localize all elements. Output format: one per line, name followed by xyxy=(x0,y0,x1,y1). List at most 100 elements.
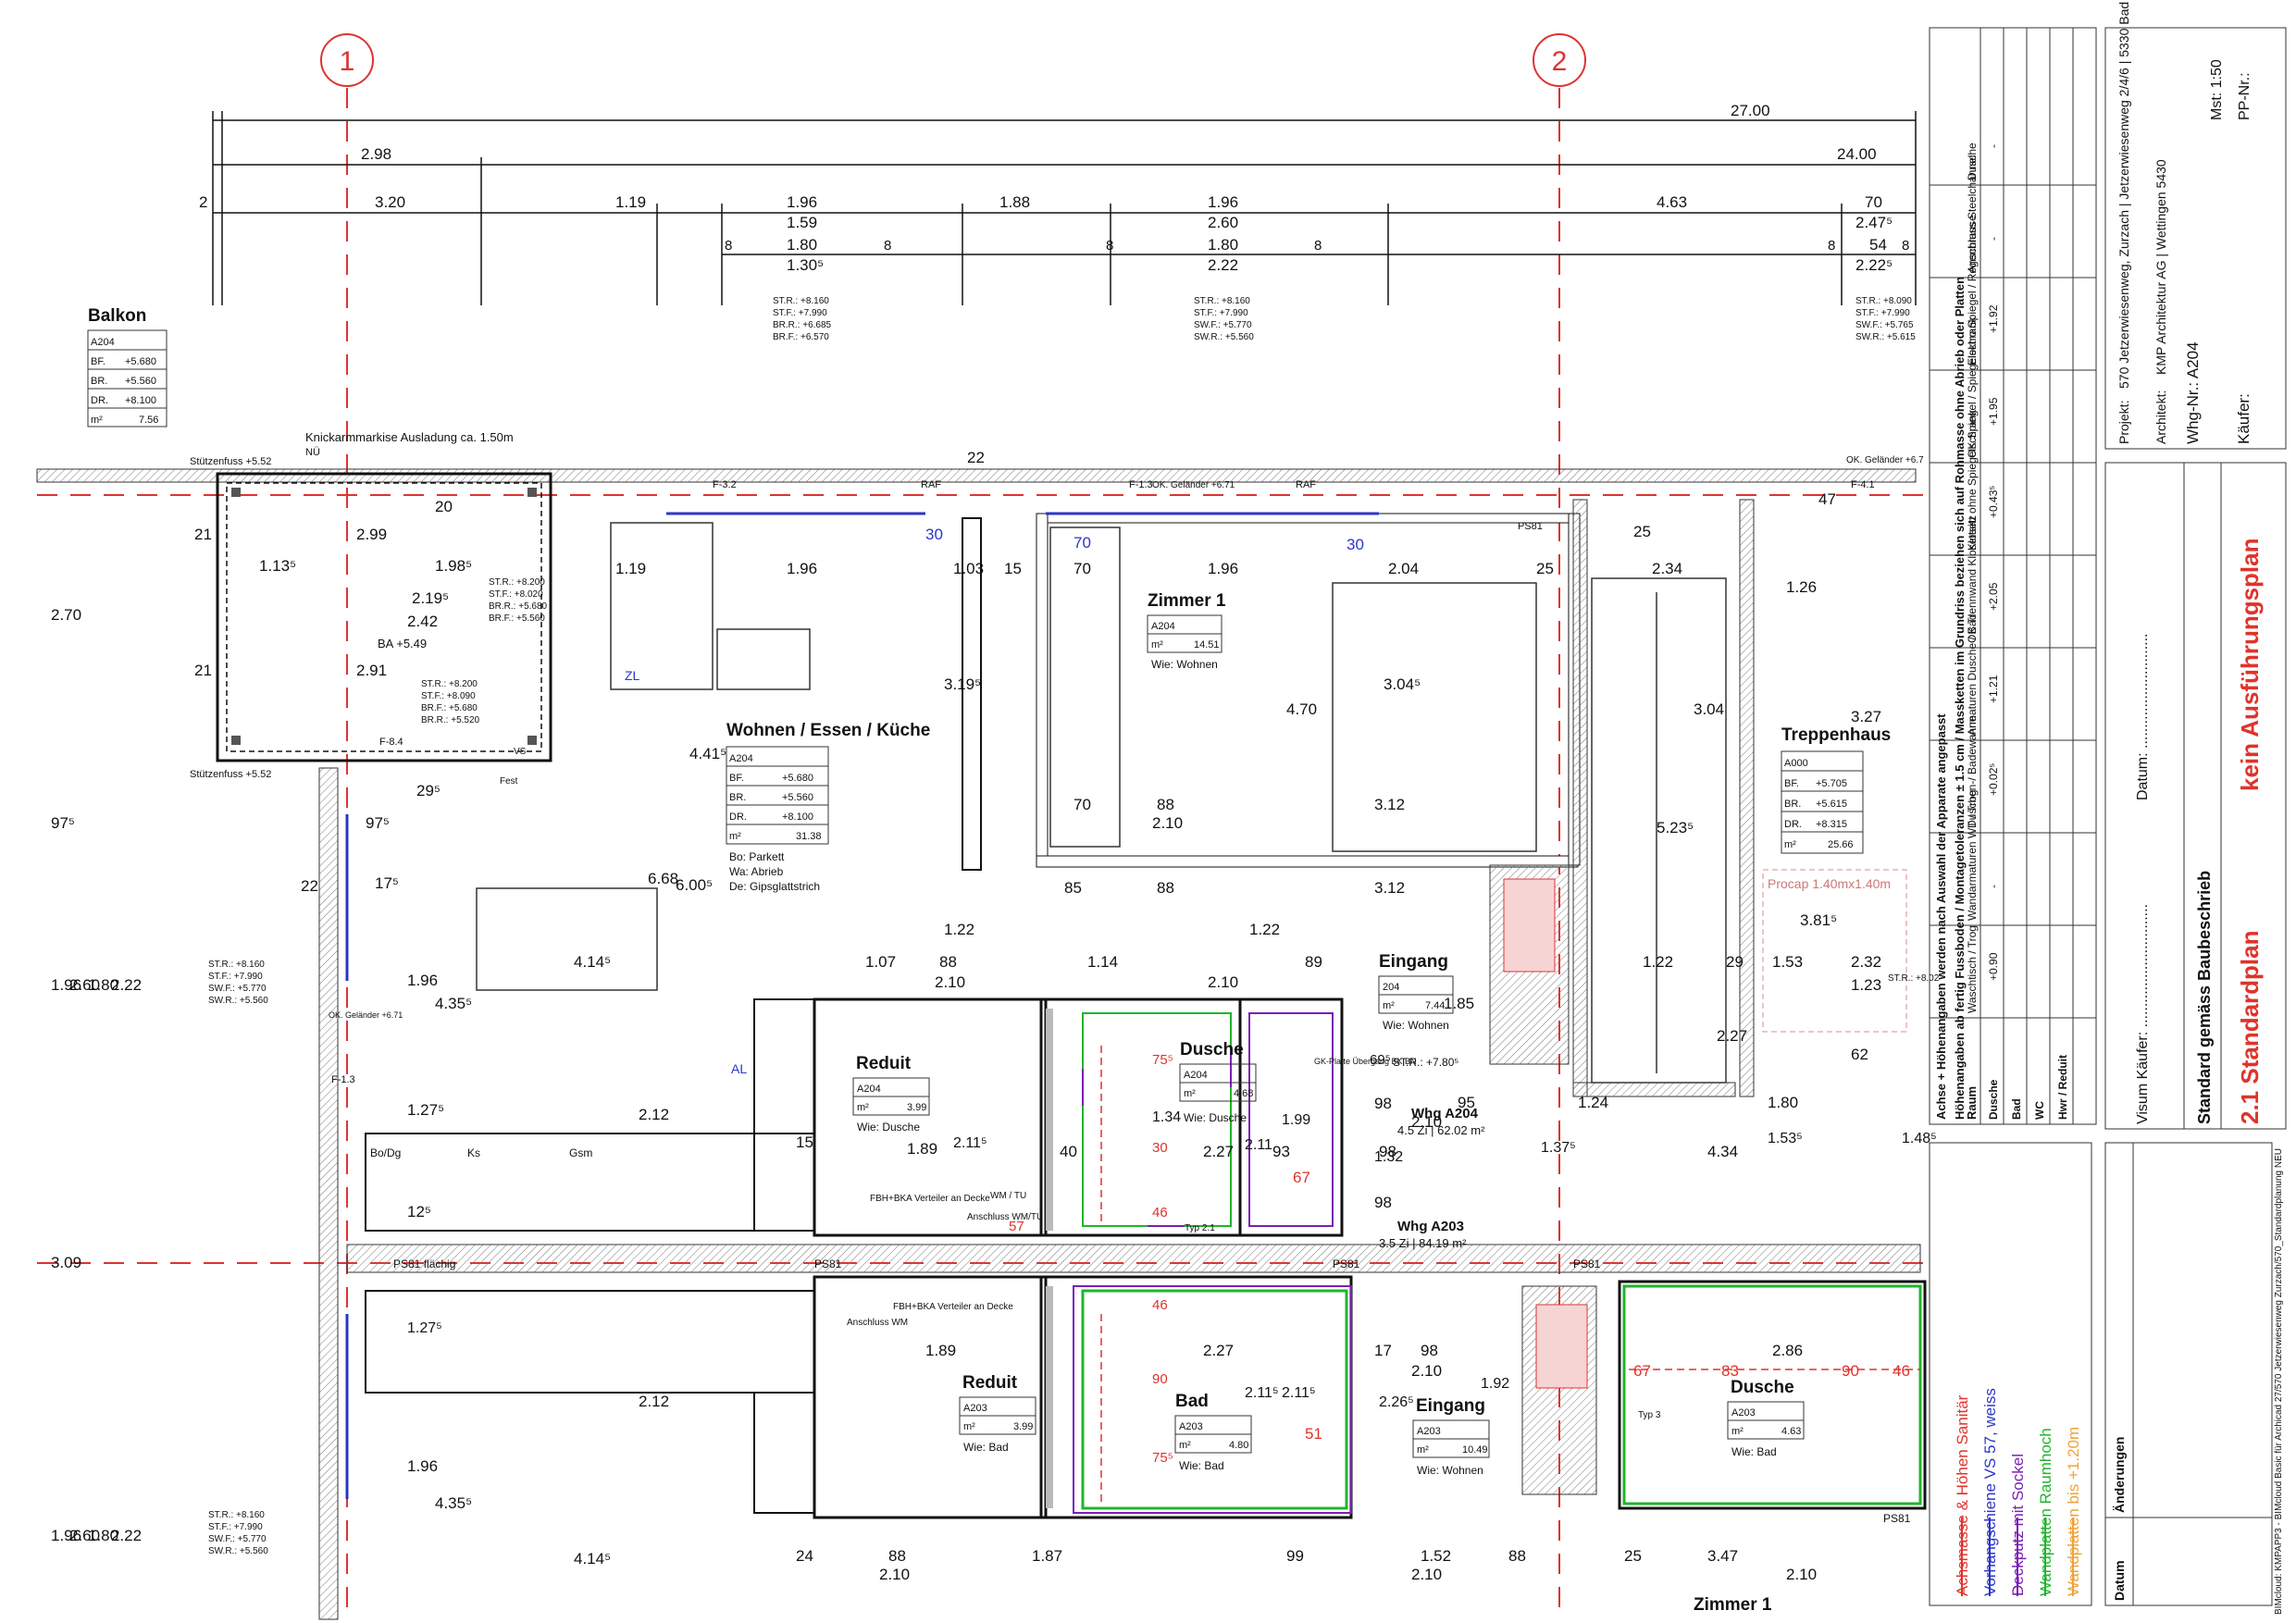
svg-text:ST.R.: +7.80⁵: ST.R.: +7.80⁵ xyxy=(1393,1056,1458,1069)
svg-text:Typ 3: Typ 3 xyxy=(1638,1410,1661,1420)
svg-text:2.22: 2.22 xyxy=(111,976,142,994)
svg-text:2.10: 2.10 xyxy=(935,973,965,991)
svg-text:88: 88 xyxy=(1157,796,1174,813)
svg-text:51: 51 xyxy=(1305,1425,1322,1443)
svg-text:A204: A204 xyxy=(91,337,115,348)
svg-text:ZL: ZL xyxy=(625,668,640,683)
svg-text:4.34: 4.34 xyxy=(1707,1143,1738,1160)
svg-text:89: 89 xyxy=(1305,953,1322,971)
svg-text:7.44: 7.44 xyxy=(1425,1000,1445,1011)
svg-text:Wie: Dusche: Wie: Dusche xyxy=(857,1121,920,1134)
svg-text:Typ 2.1: Typ 2.1 xyxy=(1185,1223,1215,1233)
svg-text:Dusche: Dusche xyxy=(1180,1040,1244,1059)
svg-text:4.35⁵: 4.35⁵ xyxy=(435,1494,472,1512)
svg-text:8: 8 xyxy=(1314,238,1322,254)
axis-2-label: 2 xyxy=(1552,46,1568,77)
svg-text:ST.R.: +8.160: ST.R.: +8.160 xyxy=(773,296,829,306)
bottom-dims: 24 88 1.87 99 1.52 88 3.47 25 2.10 2.10 … xyxy=(407,1320,1817,1583)
svg-text:1.87: 1.87 xyxy=(1032,1547,1062,1565)
svg-text:8: 8 xyxy=(725,238,732,254)
svg-text:Bo: Parkett: Bo: Parkett xyxy=(729,850,785,863)
svg-text:Wa: Abrieb: Wa: Abrieb xyxy=(729,865,784,878)
svg-text:Datum: Datum xyxy=(2112,1560,2127,1601)
svg-text:OK Spiegel / Spiegelschrank: OK Spiegel / Spiegelschrank xyxy=(1966,316,1979,458)
svg-text:2.27: 2.27 xyxy=(1203,1342,1234,1359)
svg-text:A204: A204 xyxy=(1184,1070,1208,1081)
svg-text:+0.02⁵: +0.02⁵ xyxy=(1987,763,2000,796)
svg-text:Stützenfuss +5.52: Stützenfuss +5.52 xyxy=(190,769,271,780)
reduit-a204-label: Reduit A204 m² 3.99 Wie: Dusche 88 2.10 … xyxy=(852,953,1043,1222)
svg-text:3.04: 3.04 xyxy=(1694,700,1724,718)
svg-text:Armaturen Dusche / Bad: Armaturen Dusche / Bad xyxy=(1966,614,1979,736)
svg-text:4.14⁵: 4.14⁵ xyxy=(574,1550,611,1567)
svg-text:1.96: 1.96 xyxy=(407,972,438,989)
svg-text:4.80: 4.80 xyxy=(1229,1440,1248,1451)
svg-text:Knickarmmarkise Ausladung ca.: Knickarmmarkise Ausladung ca. 1.50m xyxy=(305,430,514,444)
svg-text:Klosett ohne Spiegelschrank: Klosett ohne Spiegelschrank xyxy=(1966,409,1979,551)
svg-text:3.12: 3.12 xyxy=(1374,879,1405,897)
svg-text:m²: m² xyxy=(729,831,741,842)
treppenhaus-label: Treppenhaus A000 BF.+5.705 BR.+5.615 DR.… xyxy=(1781,725,1891,854)
svg-text:m²: m² xyxy=(1784,839,1796,850)
svg-text:Elektro Spiegel / Regenbrause: Elektro Spiegel / Regenbrause xyxy=(1966,215,1979,365)
svg-text:Treppenhaus: Treppenhaus xyxy=(1781,725,1891,745)
bottom-a203-labels: Reduit A203 m² 3.99 Wie: Bad FBH+BKA Ver… xyxy=(393,1258,1911,1615)
svg-text:Whg-Nr.: A204: Whg-Nr.: A204 xyxy=(2184,341,2202,444)
svg-text:29⁵: 29⁵ xyxy=(416,782,441,799)
svg-text:PP-Nr.:: PP-Nr.: xyxy=(2237,72,2253,120)
svg-text:2.19⁵: 2.19⁵ xyxy=(412,589,449,607)
svg-text:BR.: BR. xyxy=(729,792,746,803)
svg-text:75⁵: 75⁵ xyxy=(1152,1052,1173,1068)
svg-text:2.10: 2.10 xyxy=(1411,1362,1442,1380)
svg-text:1.19: 1.19 xyxy=(615,193,646,211)
svg-text:Wandarmaturen WT / Trog: Wandarmaturen WT / Trog xyxy=(1966,790,1979,921)
svg-text:Wie: Bad: Wie: Bad xyxy=(963,1441,1009,1454)
svg-text:A204: A204 xyxy=(857,1084,881,1095)
svg-text:SW.F.: +5.770: SW.F.: +5.770 xyxy=(208,984,267,994)
svg-text:VS: VS xyxy=(514,747,527,757)
svg-text:31.38: 31.38 xyxy=(796,831,822,842)
svg-text:ST.F.: +7.990: ST.F.: +7.990 xyxy=(208,972,263,982)
treppenhaus-dims: 2.34 1.26 3.04 3.27 5.23⁵ 3.81⁵ 1.22 29 … xyxy=(1633,455,1940,1063)
wohnen-label: Wohnen / Essen / Küche A204 BF.+5.680 BR… xyxy=(726,721,930,893)
svg-text:88: 88 xyxy=(1157,879,1174,897)
svg-text:3.19⁵: 3.19⁵ xyxy=(944,675,981,693)
walls xyxy=(36,468,1927,1620)
svg-text:Fest: Fest xyxy=(500,776,518,787)
svg-text:2.70: 2.70 xyxy=(51,606,81,624)
svg-text:ST.F.: +7.990: ST.F.: +7.990 xyxy=(773,308,827,318)
svg-text:Hwr / Reduit: Hwr / Reduit xyxy=(2056,1055,2069,1120)
svg-text:1.14: 1.14 xyxy=(1087,953,1118,971)
svg-text:Anschluss WM/TU: Anschluss WM/TU xyxy=(967,1212,1043,1222)
svg-text:2.27: 2.27 xyxy=(1203,1143,1234,1160)
svg-text:2.1 Standardplan: 2.1 Standardplan xyxy=(2236,931,2264,1125)
svg-text:1.80: 1.80 xyxy=(88,1527,118,1544)
svg-text:NÜ: NÜ xyxy=(305,447,320,458)
svg-text:62: 62 xyxy=(1851,1046,1868,1063)
svg-text:6.00⁵: 6.00⁵ xyxy=(676,876,713,894)
svg-text:ST.R.: +8.02: ST.R.: +8.02 xyxy=(1888,973,1940,984)
svg-text:97⁵: 97⁵ xyxy=(366,814,390,832)
svg-text:2.10: 2.10 xyxy=(1152,814,1183,832)
svg-text:Anschluss Steelchannel: Anschluss Steelchannel xyxy=(1966,155,1979,273)
svg-text:Wie: Bad: Wie: Bad xyxy=(1731,1445,1777,1458)
svg-text:14.51: 14.51 xyxy=(1194,639,1220,650)
svg-text:2.60: 2.60 xyxy=(69,976,100,994)
svg-text:46: 46 xyxy=(1152,1297,1168,1313)
svg-text:Änderungen: Änderungen xyxy=(2112,1437,2127,1513)
svg-text:2.22: 2.22 xyxy=(1208,256,1238,274)
svg-text:3.99: 3.99 xyxy=(1013,1421,1033,1432)
svg-text:Höhenangaben ab fertig Fussbod: Höhenangaben ab fertig Fussboden / Monta… xyxy=(1953,277,1967,1120)
top-dimension-labels: 27.00 2.98 24.00 2 3.20 1.19 1.96 1.88 1… xyxy=(199,102,1909,274)
svg-text:ST.F.: +7.990: ST.F.: +7.990 xyxy=(208,1522,263,1532)
svg-text:Ks: Ks xyxy=(467,1146,480,1159)
svg-text:BF.: BF. xyxy=(91,356,105,367)
svg-text:BIMcloud: KMPAPP3 - BIMcloud B: BIMcloud: KMPAPP3 - BIMcloud Basic für A… xyxy=(2274,1148,2284,1615)
svg-text:m²: m² xyxy=(1383,1000,1395,1011)
svg-text:88: 88 xyxy=(1508,1547,1526,1565)
svg-text:2.86: 2.86 xyxy=(1772,1342,1803,1359)
svg-text:20: 20 xyxy=(435,498,453,515)
svg-text:BR.F.: +5.560: BR.F.: +5.560 xyxy=(489,613,545,624)
svg-text:70: 70 xyxy=(1074,796,1091,813)
svg-text:1.27⁵: 1.27⁵ xyxy=(407,1101,444,1119)
